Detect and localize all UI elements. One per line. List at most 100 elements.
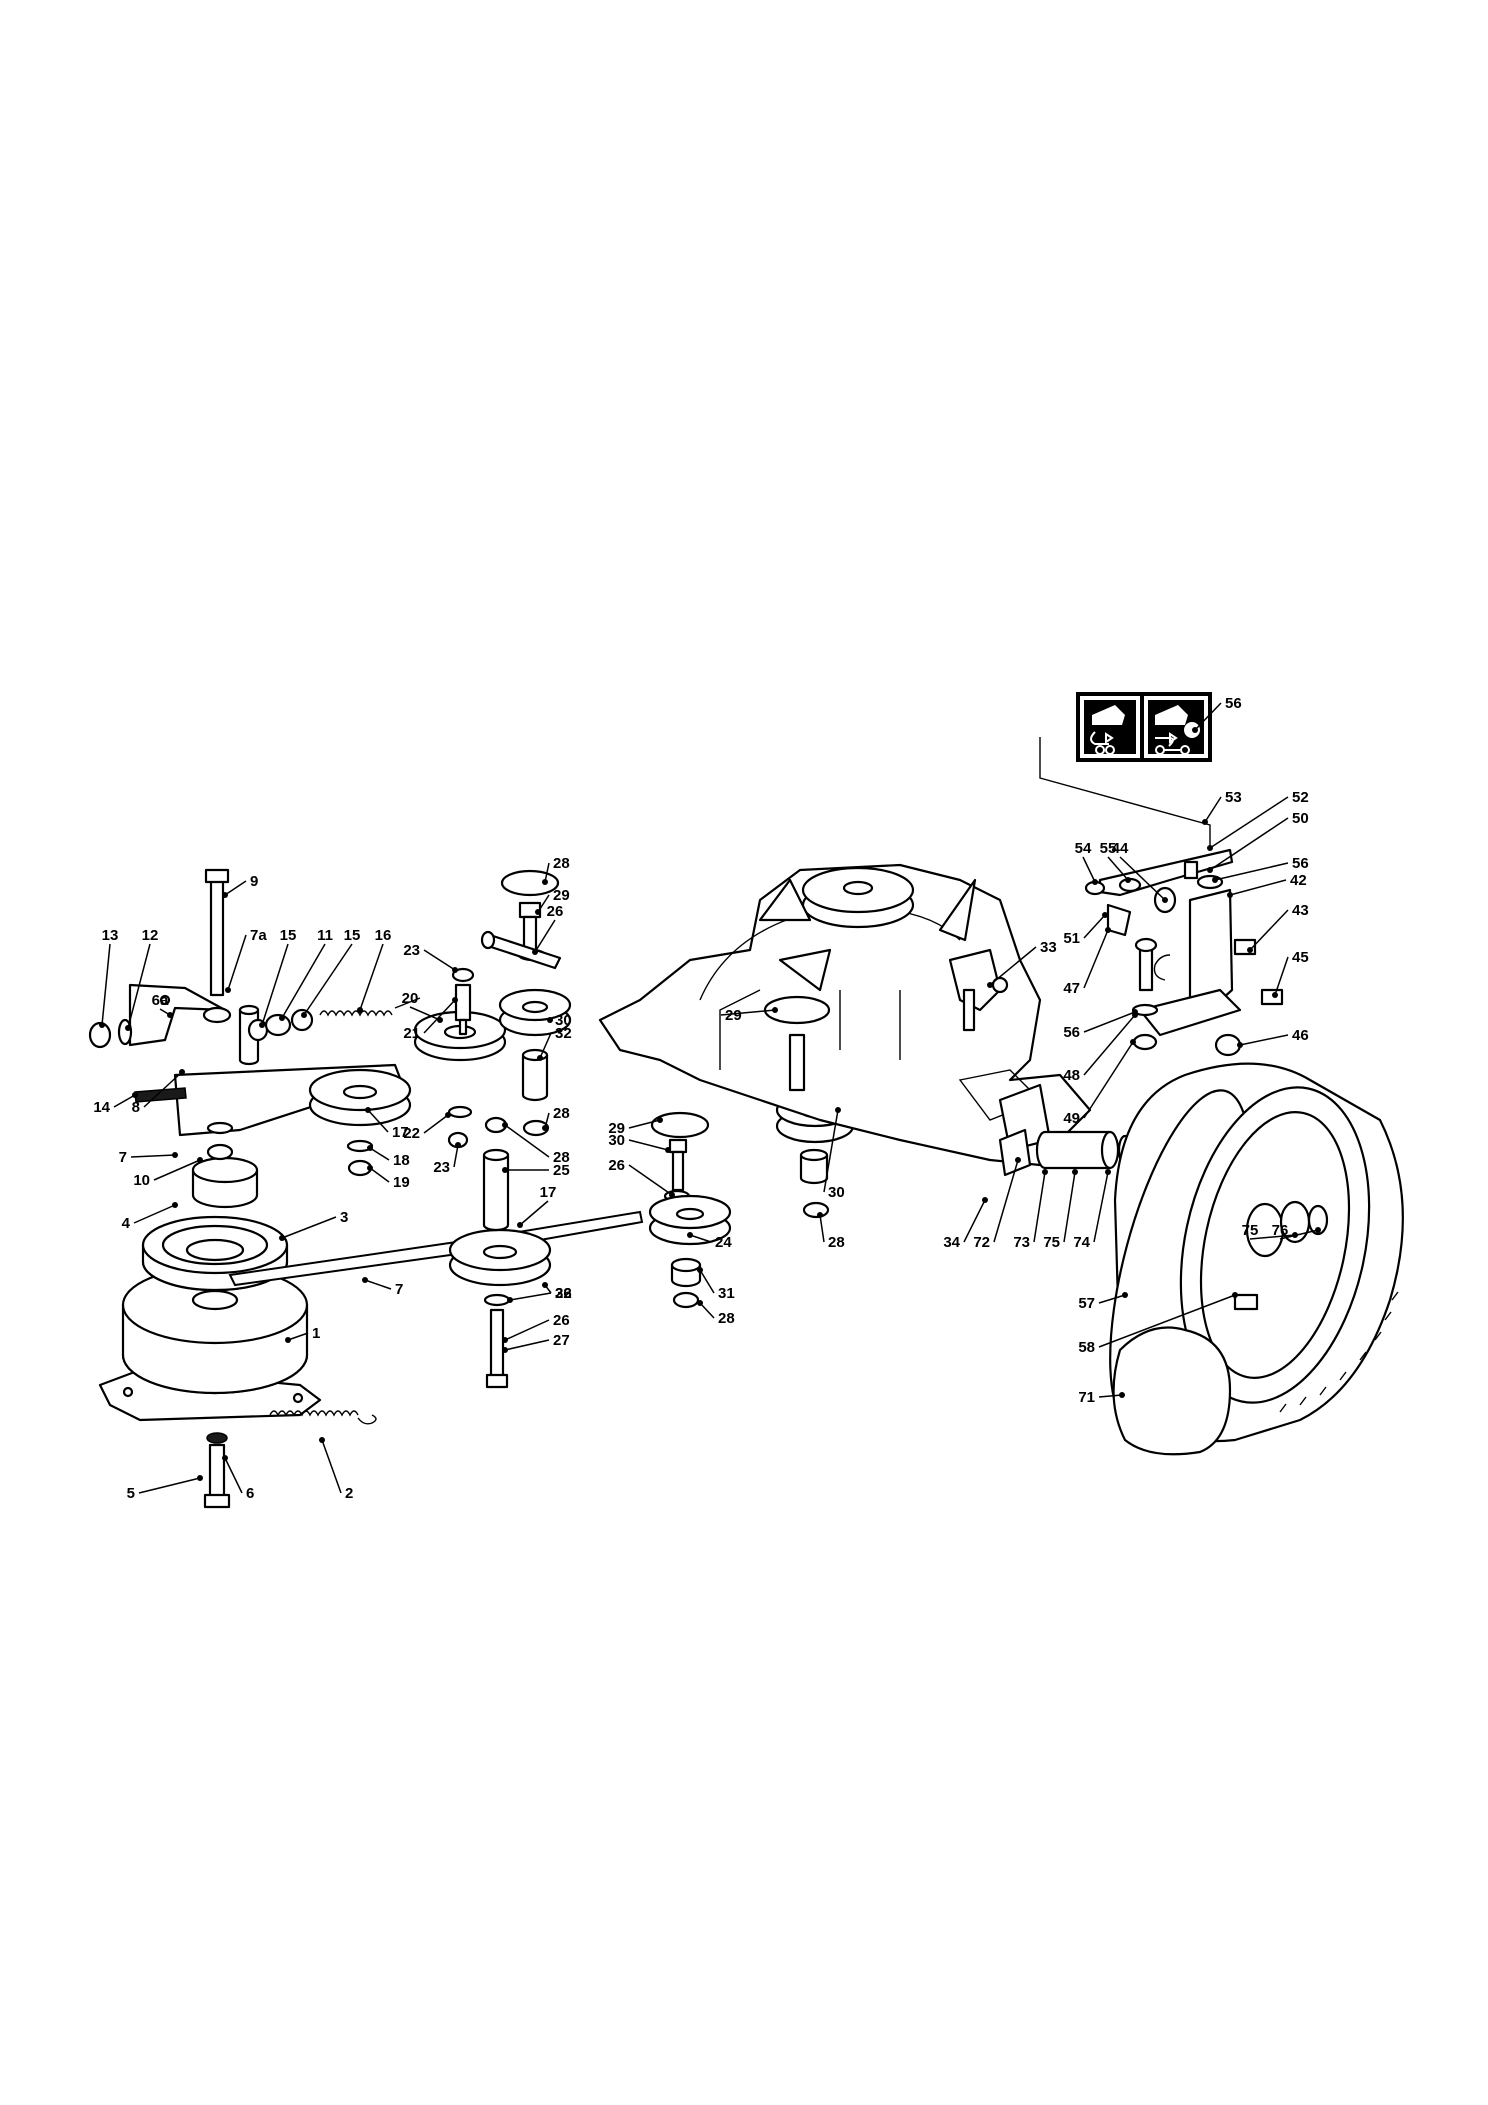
leader-line-45	[1274, 956, 1289, 996]
leader-dot-11	[279, 1015, 285, 1021]
callout-23: 23	[403, 942, 420, 959]
callout-26: 26	[547, 903, 564, 920]
leader-dot-12	[125, 1025, 131, 1031]
tension-spring	[319, 997, 421, 1017]
callout-leaders	[99, 702, 1321, 1494]
pulley-stack-lower	[648, 1111, 732, 1309]
callout-42: 42	[1290, 872, 1307, 889]
callout-52: 52	[1292, 789, 1309, 806]
callout-29: 29	[553, 887, 570, 904]
long-bolt	[202, 868, 232, 1024]
leader-line-55	[1107, 856, 1129, 881]
callout-6: 6	[246, 1485, 254, 1502]
leader-dot-23	[455, 1142, 461, 1148]
callout-26: 26	[553, 1312, 570, 1329]
leader-dot-46	[1237, 1042, 1243, 1048]
leader-dot-28	[502, 1122, 508, 1128]
leader-dot-23	[452, 967, 458, 973]
callout-19: 19	[393, 1174, 410, 1191]
leader-dot-2	[319, 1437, 325, 1443]
leader-line-51	[1083, 914, 1106, 939]
callout-28: 28	[718, 1310, 735, 1327]
callout-14: 14	[93, 1099, 110, 1116]
parking-rod	[1039, 737, 1211, 850]
leader-dot-76	[1315, 1227, 1321, 1233]
leader-dot-19	[367, 1165, 373, 1171]
leader-line-28	[544, 862, 550, 883]
leader-dot-75	[1072, 1169, 1078, 1175]
leader-dot-33	[987, 982, 993, 988]
bracket	[128, 983, 227, 1047]
callout-7a: 7a	[250, 927, 267, 944]
leader-dot-52	[1207, 845, 1213, 851]
leader-dot-8	[179, 1069, 185, 1075]
leader-dot-27	[502, 1347, 508, 1353]
drive-belt	[228, 1210, 644, 1287]
clutch-spring	[269, 1410, 377, 1425]
leader-dot-44	[1162, 897, 1168, 903]
leader-line-4	[133, 1204, 176, 1224]
leader-line-3	[281, 1216, 337, 1239]
callout-34: 34	[943, 1234, 960, 1251]
callout-56: 56	[1292, 855, 1309, 872]
callout-55: 55	[1100, 840, 1117, 857]
leader-dot-51	[1102, 912, 1108, 918]
leader-dot-30	[547, 1017, 553, 1023]
leader-dot-16	[357, 1007, 363, 1013]
callout-30: 30	[608, 1132, 625, 1149]
callout-30: 30	[828, 1184, 845, 1201]
callout-49: 49	[1063, 1110, 1080, 1127]
leader-line-48	[1083, 1014, 1136, 1076]
callout-15: 15	[344, 927, 361, 944]
leader-dot-58	[1232, 1292, 1238, 1298]
leader-dot-74	[1105, 1169, 1111, 1175]
callout-47: 47	[1063, 980, 1080, 997]
leader-line-49	[1083, 1041, 1134, 1119]
leader-line-33	[989, 946, 1037, 986]
callout-2: 2	[345, 1485, 353, 1502]
leader-dot-9	[222, 892, 228, 898]
leader-dot-6a	[167, 1012, 173, 1018]
leader-line-20	[409, 1006, 441, 1021]
leader-dot-54	[1092, 879, 1098, 885]
leader-dot-43	[1247, 947, 1253, 953]
leader-line-22	[423, 1114, 449, 1134]
leader-dot-57	[1122, 1292, 1128, 1298]
callout-51: 51	[1063, 930, 1080, 947]
leader-dot-26	[532, 949, 538, 955]
callout-57: 57	[1078, 1295, 1095, 1312]
leader-line-46	[1239, 1034, 1289, 1046]
leader-line-28	[819, 1214, 825, 1243]
callout-32: 32	[555, 1285, 572, 1302]
callout-22: 22	[403, 1125, 420, 1142]
leader-dot-17	[365, 1107, 371, 1113]
leader-line-71	[1098, 1394, 1123, 1398]
leader-dot-56	[1132, 1009, 1138, 1015]
callout-29: 29	[725, 1007, 742, 1024]
leader-line-6	[224, 1457, 243, 1494]
leader-dot-6	[222, 1455, 228, 1461]
leader-dot-30	[835, 1107, 841, 1113]
leader-line-7	[364, 1279, 392, 1290]
callout-4: 4	[122, 1215, 131, 1232]
leader-line-23	[423, 949, 456, 971]
leader-line-75	[1249, 1234, 1296, 1240]
callout-33: 33	[1040, 939, 1057, 956]
leader-line-26	[504, 1319, 550, 1341]
leader-line-29	[720, 1009, 776, 1016]
leader-line-15	[261, 943, 289, 1026]
leader-dot-32	[542, 1282, 548, 1288]
callout-1: 1	[312, 1325, 320, 1342]
callout-20: 20	[402, 990, 419, 1007]
leader-dot-22	[445, 1112, 451, 1118]
callout-31: 31	[718, 1285, 735, 1302]
leader-line-23	[453, 1144, 459, 1168]
leader-dot-31	[697, 1267, 703, 1273]
callout-58: 58	[1078, 1339, 1095, 1356]
leader-dot-18	[367, 1145, 373, 1151]
leader-dot-29	[657, 1117, 663, 1123]
leader-line-5	[138, 1477, 201, 1494]
leader-line-29	[628, 1119, 661, 1129]
callout-12: 12	[142, 927, 159, 944]
leader-line-32	[539, 1032, 552, 1059]
